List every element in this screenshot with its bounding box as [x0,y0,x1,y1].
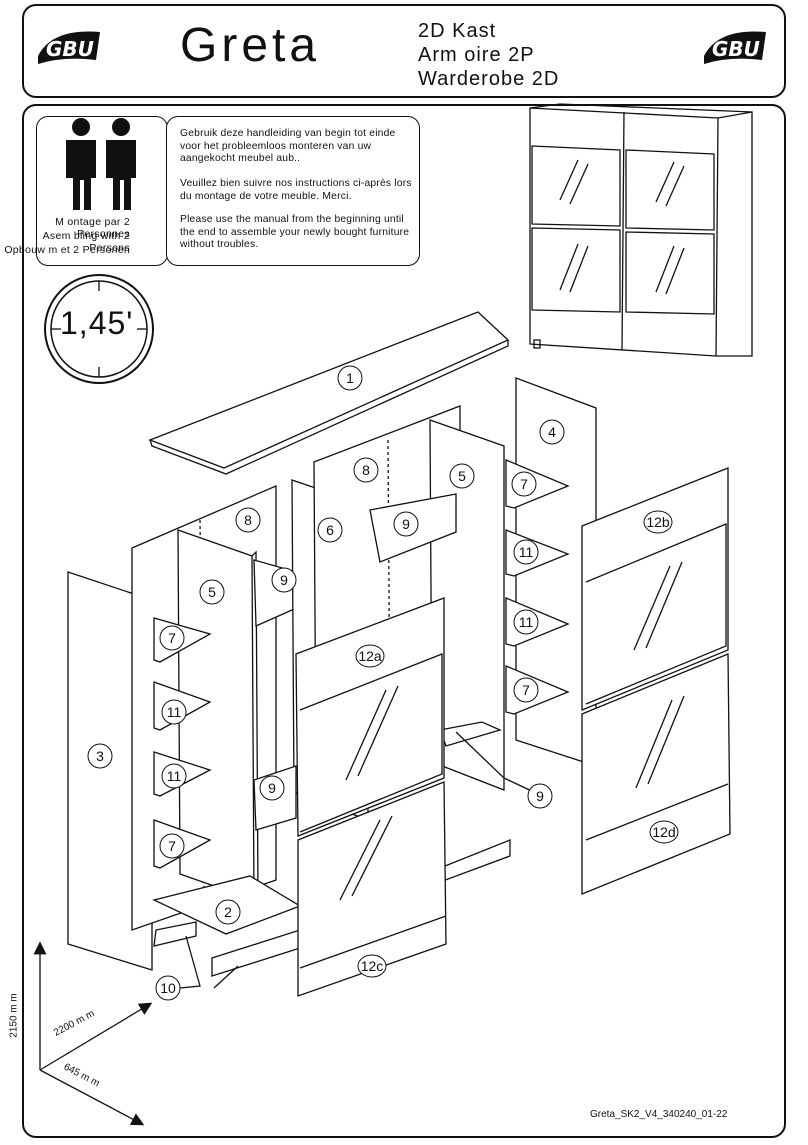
wardrobe-preview-icon [529,103,753,357]
subtitle-fr: Arm oire 2P [418,44,535,66]
header-frame [22,4,786,98]
subtitle-nl: 2D Kast [418,20,497,42]
gbu-logo-left-icon: GBU [38,31,100,64]
logo-left-text: GBU [46,37,94,61]
part-label-11: 11 [519,544,534,560]
part-label-3: 3 [96,748,104,764]
part-label-9: 9 [268,780,276,796]
part-label-11: 11 [167,768,182,784]
part-label-7: 7 [520,476,528,492]
part-label-6: 6 [326,522,334,538]
part-label-12d: 12d [652,824,675,840]
intro-text-nl: Gebruik deze handleiding van begin tot e… [180,128,396,165]
gbu-logo-right-icon: GBU [704,31,766,64]
persons-box [36,116,168,266]
part-label-2: 2 [224,904,232,920]
persons-label-nl: Opbouw m et 2 Personen [4,244,130,256]
part-label-5: 5 [208,584,216,600]
intro-text-fr: Veuillez bien suivre nos instructions ci… [180,178,412,202]
part-label-10: 10 [160,980,176,996]
persons-label-en: Asem bling with 2 Persons [42,230,130,254]
part-label-8: 8 [244,512,252,528]
part-label-7: 7 [522,682,530,698]
subtitle-en: Warderobe 2D [418,68,560,90]
product-title: Greta [180,19,321,72]
part-label-9: 9 [536,788,544,804]
part-label-9: 9 [280,572,288,588]
part-label-1: 1 [346,370,354,386]
part-label-11: 11 [167,704,182,720]
logo-right-text: GBU [712,37,760,61]
part-label-12c: 12c [361,958,384,974]
persons-label-fr: M ontage par 2 Personnes [55,216,130,240]
part-label-12a: 12a [358,648,382,664]
clock-icon [44,274,154,384]
intro-box [166,116,420,266]
dimension-height: 2150 m m [8,993,20,1038]
part-label-7: 7 [168,630,176,646]
part-label-5: 5 [458,468,466,484]
part-label-12b: 12b [646,514,670,530]
part-label-8: 8 [362,462,370,478]
part-label-11: 11 [519,614,534,630]
assembly-time: 1,45' [60,305,134,341]
part-label-7: 7 [168,838,176,854]
part-label-9: 9 [402,516,410,532]
part-label-4: 4 [548,424,556,440]
document-code: Greta_SK2_V4_340240_01-22 [590,1109,728,1120]
intro-text-en: Please use the manual from the beginning… [180,214,410,251]
